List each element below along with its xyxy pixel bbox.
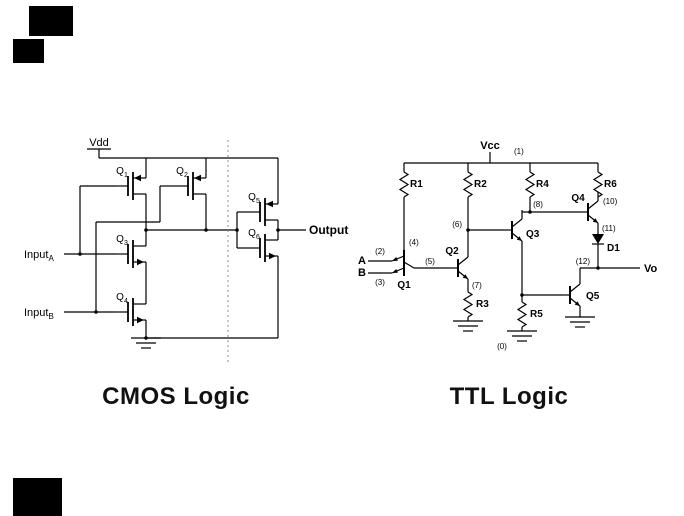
node-2-label: (2): [375, 247, 385, 256]
input-a-label: InputA: [24, 249, 54, 263]
node-8-label: (8): [533, 200, 543, 209]
ttl-labels: Vcc (1) R1 R2 R4 R6 A B (2) (3) (4) (5) …: [358, 140, 657, 351]
r2-label: R2: [474, 179, 487, 190]
node-6-label: (6): [452, 220, 462, 229]
black-bar-upper-left: [13, 39, 44, 63]
vo-label: Vo: [644, 263, 658, 275]
node-10-label: (10): [603, 197, 618, 206]
r6-label: R6: [604, 179, 617, 190]
ttl-input-a-label: A: [358, 255, 366, 267]
r1-label: R1: [410, 179, 423, 190]
q3-label: Q3: [116, 234, 128, 247]
captions: CMOS Logic TTL Logic: [102, 383, 568, 410]
ttl-q4-label: Q4: [571, 193, 585, 204]
r3-label: R3: [476, 299, 489, 310]
q5-label: Q5: [248, 192, 260, 205]
output-label: Output: [309, 223, 348, 237]
node-7-label: (7): [472, 281, 482, 290]
ttl-input-b-label: B: [358, 267, 366, 279]
cmos-junction-dots: [78, 228, 280, 340]
q1-label: Q1: [116, 166, 128, 179]
ttl-junction-dots: [466, 210, 600, 297]
vdd-label: Vdd: [89, 137, 109, 149]
q2-label: Q2: [176, 166, 188, 179]
node-12-label: (12): [576, 257, 591, 266]
d1-label: D1: [607, 243, 620, 254]
ttl-q1-label: Q1: [397, 280, 411, 291]
r4-label: R4: [536, 179, 549, 190]
node-1-label: (1): [514, 147, 524, 156]
node-4-label: (4): [409, 238, 419, 247]
node-5-label: (5): [425, 257, 435, 266]
video-artifact-bars: [13, 6, 73, 516]
black-bar-bottom-left: [13, 478, 62, 516]
q4-label: Q4: [116, 292, 128, 305]
cmos-circuit: [64, 148, 306, 349]
ttl-caption: TTL Logic: [450, 383, 569, 410]
cmos-labels: Vdd Q1 Q2 Q3 Q4 Q5 Q6 InputA InputB Outp…: [24, 137, 348, 321]
ttl-q5-label: Q5: [586, 291, 600, 302]
node-11-label: (11): [602, 224, 616, 233]
cmos-caption: CMOS Logic: [102, 383, 250, 410]
ttl-q3-label: Q3: [526, 229, 540, 240]
r5-label: R5: [530, 309, 543, 320]
node-0-label: (0): [497, 342, 507, 351]
ttl-q2-label: Q2: [445, 246, 459, 257]
input-b-label: InputB: [24, 307, 54, 321]
q6-label: Q6: [248, 228, 260, 241]
ttl-circuit: [368, 152, 640, 342]
black-bar-top: [29, 6, 73, 36]
vcc-label: Vcc: [480, 140, 500, 152]
node-3-label: (3): [375, 278, 385, 287]
